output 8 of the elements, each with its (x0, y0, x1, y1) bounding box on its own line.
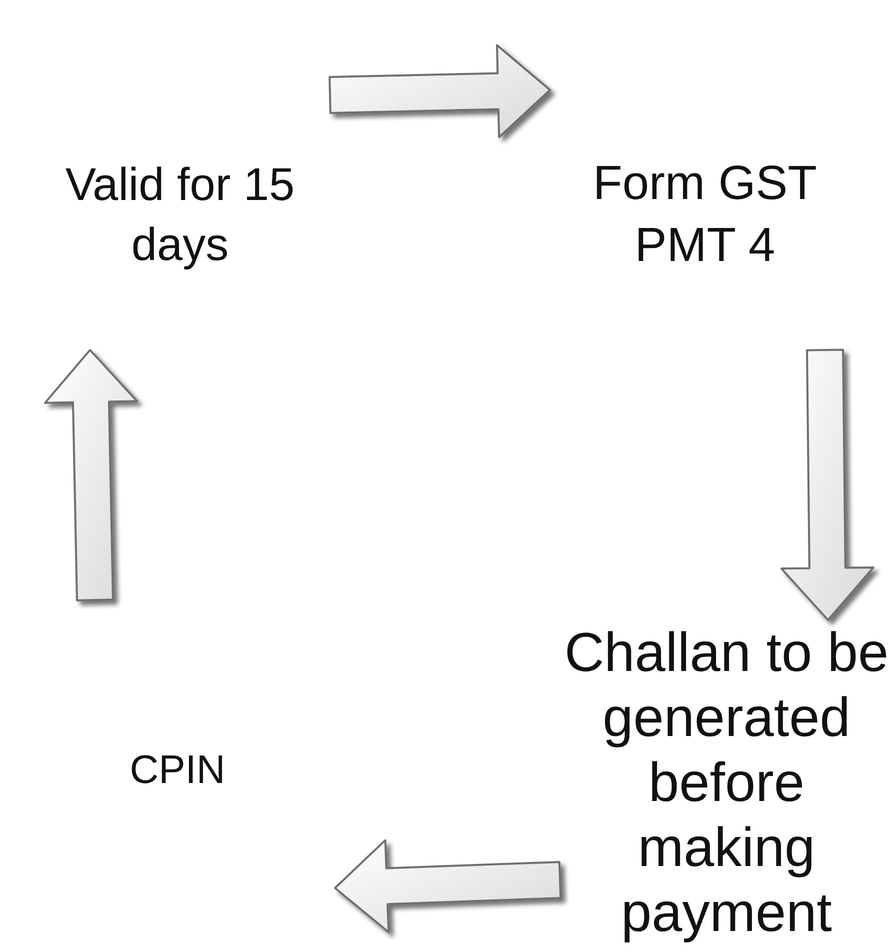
step-label: Form GST PMT 4 (592, 156, 818, 274)
block-arrow (334, 839, 562, 934)
step-label: Challan to be generated before making payment (563, 620, 890, 945)
block-arrow (328, 44, 551, 138)
step-label: CPIN (130, 747, 226, 794)
block-arrow (780, 348, 874, 621)
step-label: Valid for 15 days (64, 157, 296, 272)
block-arrow (44, 349, 138, 602)
